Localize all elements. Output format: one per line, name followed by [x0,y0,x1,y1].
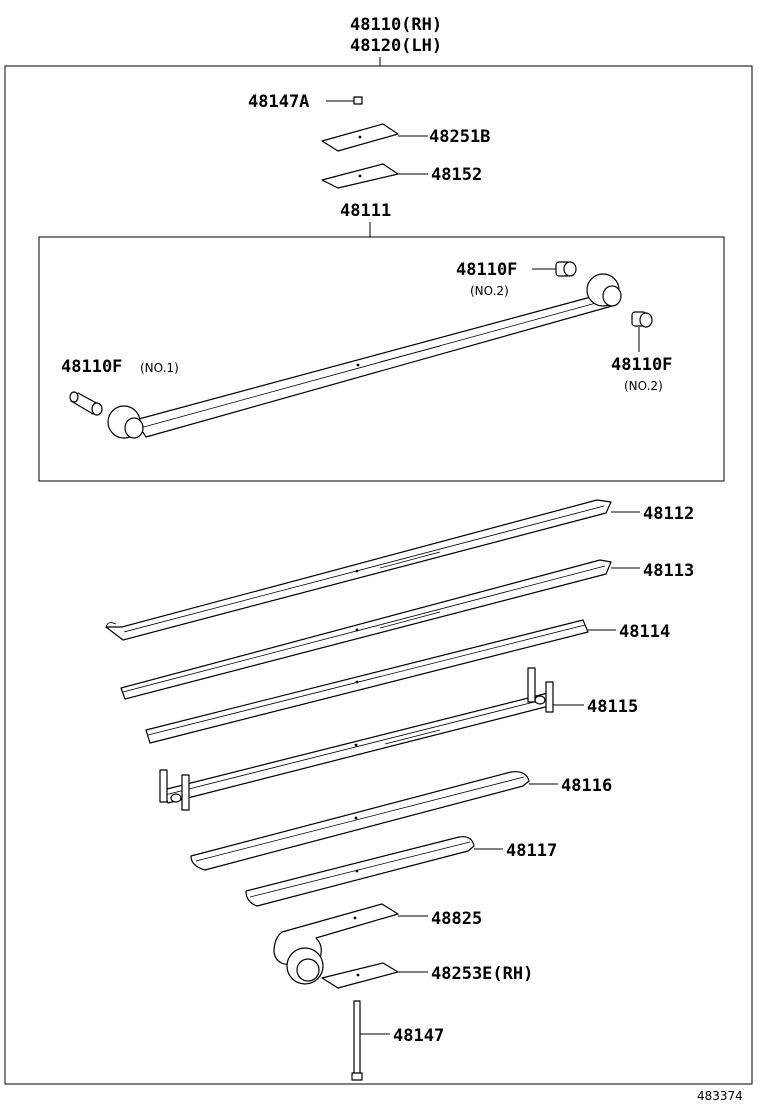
assembly-number-rh: 48110(RH) [350,15,442,35]
plate-48253E-hole [356,973,360,977]
label-48147[interactable]: 48147 [393,1026,444,1046]
diagram-code: 483374 [697,1089,743,1103]
label-48117[interactable]: 48117 [506,841,557,861]
bolt-48147[interactable] [351,1000,363,1081]
leaf-48117[interactable] [245,836,475,907]
leaf-48113[interactable] [120,559,612,700]
pad-48152-hole [358,174,362,178]
label-48110F-top[interactable]: 48110F [456,260,517,280]
label-48110F-left-sub: (NO.1) [140,361,179,375]
label-48110F-right[interactable]: 48110F [611,355,672,375]
label-48110F-right-sub: (NO.2) [624,379,663,393]
label-48825[interactable]: 48825 [431,909,482,929]
label-48251B[interactable]: 48251B [429,127,490,147]
main-leaf-48111[interactable] [107,273,622,439]
leaf-48112[interactable] [105,499,612,641]
leaf-48114[interactable] [145,619,589,744]
label-48113[interactable]: 48113 [643,561,694,581]
label-48152[interactable]: 48152 [431,165,482,185]
label-48115[interactable]: 48115 [587,697,638,717]
main-leaf-frame [38,236,725,482]
leaf-48116[interactable] [190,771,530,871]
label-48253E[interactable]: 48253E(RH) [431,964,533,984]
leaf-48115[interactable] [159,667,554,811]
nut-48147A[interactable] [353,96,363,105]
label-48110F-top-sub: (NO.2) [470,284,509,298]
label-48147A[interactable]: 48147A [248,92,309,112]
label-48114[interactable]: 48114 [619,622,670,642]
plate-48251B-hole [358,135,362,139]
bushing-48110F-no2-right[interactable] [631,311,653,328]
assembly-outer-frame [4,65,753,1085]
label-48116[interactable]: 48116 [561,776,612,796]
bushing-48110F-no1-left[interactable] [69,391,103,416]
bracket-48825[interactable] [273,903,399,985]
label-48112[interactable]: 48112 [643,504,694,524]
label-48111[interactable]: 48111 [340,201,391,221]
assembly-number-lh: 48120(LH) [350,36,442,56]
plate-48253E[interactable] [321,962,399,989]
bushing-48110F-no2-top[interactable] [555,261,577,277]
label-48110F-left[interactable]: 48110F [61,357,122,377]
